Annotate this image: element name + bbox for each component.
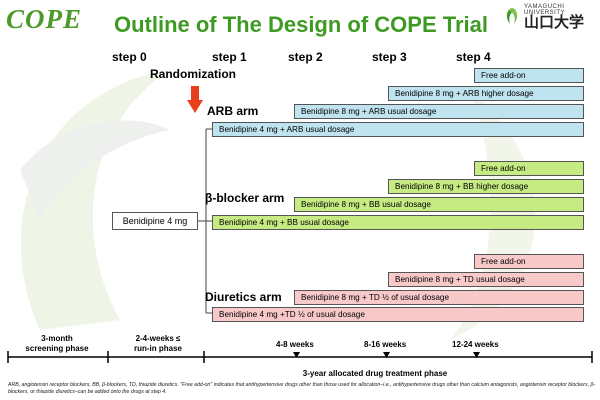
cope-logo: COPE [6,4,83,34]
screening-phase-label: 3-month screening phase [20,334,94,354]
arb-step4-bar: Free add-on [474,68,584,83]
bb-step1-bar: Benidipine 4 mg + BB usual dosage [212,215,584,230]
start-box: Benidipine 4 mg [112,212,198,230]
step-4-label: step 4 [456,50,491,64]
randomization-arrow-icon [187,86,203,113]
arb-step1-bar: Benidipine 4 mg + ARB usual dosage [212,122,584,137]
screening-duration: 3-month [41,334,73,343]
diuretics-arm-label: Diuretics arm [205,290,282,304]
step-2-label: step 2 [288,50,323,64]
university-name-jp: 山口大学 [524,14,585,31]
bb-step2-bar: Benidipine 8 mg + BB usual dosage [294,197,584,212]
arb-arm-label: ARB arm [207,104,259,118]
week-marker-3: 12-24 weeks [452,340,499,349]
step-1-label: step 1 [212,50,247,64]
randomization-label: Randomization [150,67,236,81]
diuretics-step2-bar: Benidipine 8 mg + TD ½ of usual dosage [294,290,584,305]
arb-step2-bar: Benidipine 8 mg + ARB usual dosage [294,104,584,119]
step-0-label: step 0 [112,50,147,64]
runin-phase-label: 2-4-weeks ≤ run-in phase [118,334,198,354]
page-title: Outline of The Design of COPE Trial [113,12,489,37]
diuretics-step1-bar: Benidipine 4 mg +TD ½ of usual dosage [212,307,584,322]
runin-duration: 2-4-weeks ≤ [135,334,181,343]
week-marker-2: 8-16 weeks [364,340,407,349]
bb-step4-bar: Free add-on [474,161,584,176]
footnote: ARB, angiotensin receptor blockers, BB, … [8,382,596,395]
treatment-phase-label: 3-year allocated drug treatment phase [302,369,448,378]
diuretics-step3-bar: Benidipine 8 mg + TD usual dosage [388,272,584,287]
week-marker-1: 4-8 weeks [276,340,314,349]
runin-name: run-in phase [133,344,182,353]
university-name-en: YAMAGUCHI UNIVERSITY [524,4,566,16]
university-emblem-icon [506,8,518,24]
bb-arm-label: β-blocker arm [205,191,285,205]
bb-step3-bar: Benidipine 8 mg + BB higher dosage [388,179,584,194]
screening-name: screening phase [25,344,89,353]
diuretics-step4-bar: Free add-on [474,254,584,269]
arb-step3-bar: Benidipine 8 mg + ARB higher dosage [388,86,584,101]
step-3-label: step 3 [372,50,407,64]
